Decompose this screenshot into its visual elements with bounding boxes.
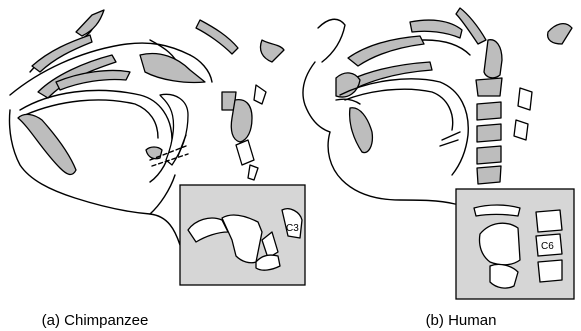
human-skull-base: [548, 24, 572, 44]
chimpanzee-vertebra-label: C3: [286, 223, 299, 234]
chimpanzee-panel: C3 (a) Chimpanzee: [9, 10, 305, 329]
human-caption: (b) Human: [426, 312, 497, 329]
human-mandible: [350, 108, 373, 153]
chimp-skull-base: [196, 20, 238, 54]
human-nasal-bone: [348, 36, 424, 66]
human-maxilla: [336, 73, 360, 97]
human-vertebra-label: C6: [541, 241, 554, 252]
chimp-mandible: [18, 114, 76, 174]
human-cervical-spine: [476, 40, 502, 184]
chimpanzee-caption: (a) Chimpanzee: [42, 312, 149, 329]
human-panel: C6 (b) Human: [303, 8, 574, 329]
human-skull-plate: [410, 20, 462, 38]
human-hard-palate: [350, 62, 432, 88]
chimpanzee-larynx-inset: C3: [180, 185, 305, 285]
human-larynx-inset: C6: [456, 189, 574, 299]
chimp-vertebra-1: [260, 40, 284, 62]
chimp-vertebra-3: [231, 100, 252, 142]
human-occipital: [456, 8, 486, 44]
